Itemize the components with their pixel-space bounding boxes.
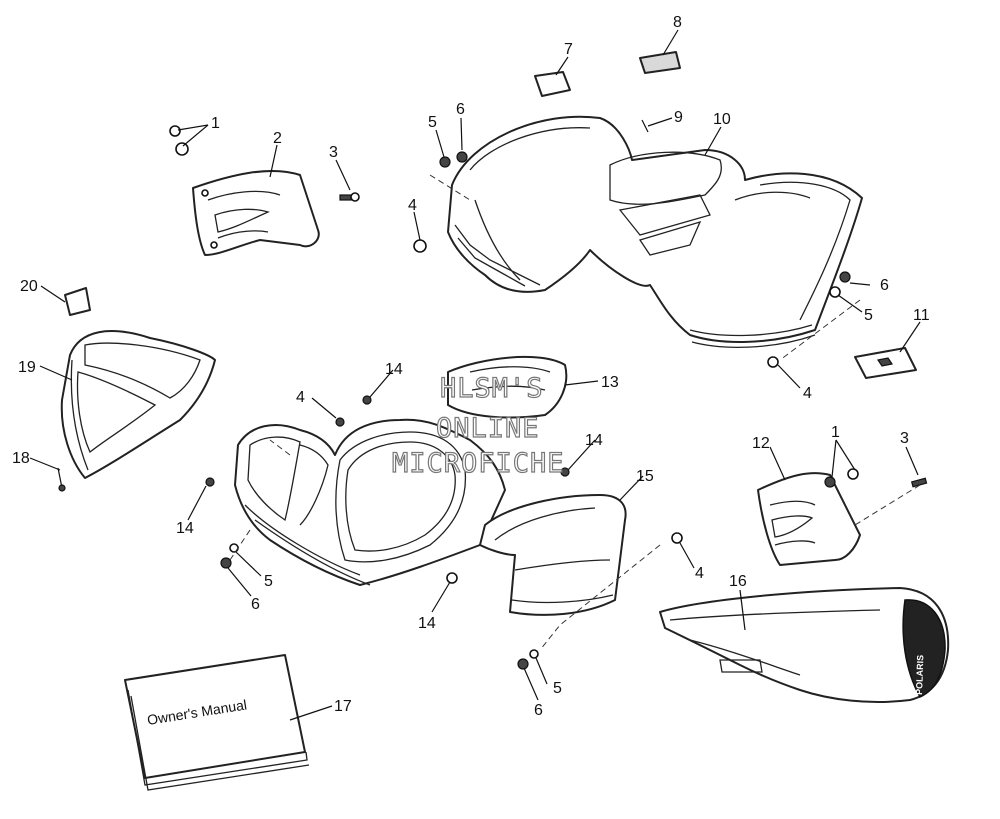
headlight-bracket xyxy=(447,355,568,419)
leader-lines xyxy=(29,29,921,721)
watermark: HLSM'S ONLINE MICROFICHE xyxy=(391,372,565,479)
footwell-panel-left xyxy=(192,169,320,256)
callout-9: 9 xyxy=(674,109,683,126)
front-lower-panel xyxy=(479,494,627,616)
callout-10: 10 xyxy=(713,111,731,128)
headlight-pod xyxy=(60,330,216,479)
callout-4c: 4 xyxy=(296,389,305,406)
watermark-line-3: MICROFICHE xyxy=(392,448,565,479)
seat: POLARIS xyxy=(659,587,950,703)
callout-6a: 6 xyxy=(456,101,465,118)
callout-6b: 6 xyxy=(880,277,889,294)
callout-12: 12 xyxy=(752,435,770,452)
callout-labels: 1 2 3 5 6 4 7 8 9 10 6 5 11 4 20 19 18 4… xyxy=(12,14,930,719)
callout-20: 20 xyxy=(20,278,38,295)
callout-4a: 4 xyxy=(408,197,417,214)
callout-13: 13 xyxy=(601,374,619,391)
footwell-panel-right xyxy=(757,472,861,566)
callout-14c: 14 xyxy=(176,520,194,537)
watermark-line-2: ONLINE xyxy=(436,413,540,444)
callout-8: 8 xyxy=(673,14,682,31)
callout-6c: 6 xyxy=(251,596,260,613)
callout-16: 16 xyxy=(729,573,747,590)
decal-plate xyxy=(854,347,917,379)
callout-5d: 5 xyxy=(553,680,562,697)
tail-lens xyxy=(639,51,681,74)
callout-5b: 5 xyxy=(864,307,873,324)
callout-4d: 4 xyxy=(695,565,704,582)
callout-3b: 3 xyxy=(900,430,909,447)
front-fender xyxy=(234,418,506,586)
callout-5a: 5 xyxy=(428,114,437,131)
callout-6d: 6 xyxy=(534,702,543,719)
callout-7: 7 xyxy=(564,41,573,58)
reflector xyxy=(64,287,91,316)
callout-18: 18 xyxy=(12,450,30,467)
callout-1b: 1 xyxy=(831,424,840,441)
callout-11: 11 xyxy=(913,307,930,324)
callout-2: 2 xyxy=(273,130,282,147)
rear-fender xyxy=(447,115,863,348)
fasteners xyxy=(57,119,928,670)
callout-3a: 3 xyxy=(329,144,338,161)
callout-15: 15 xyxy=(636,468,654,485)
callout-19: 19 xyxy=(18,359,36,376)
seat-brand: POLARIS xyxy=(914,655,925,695)
callout-17: 17 xyxy=(334,698,352,715)
owners-manual: Owner's Manual xyxy=(124,654,310,791)
callout-5c: 5 xyxy=(264,573,273,590)
callout-14d: 14 xyxy=(418,615,436,632)
watermark-line-1: HLSM'S xyxy=(440,373,544,404)
callout-1a: 1 xyxy=(211,115,220,132)
callout-14b: 14 xyxy=(585,432,603,449)
assembly-lines xyxy=(229,174,921,651)
callout-4b: 4 xyxy=(803,385,812,402)
reflector-rear xyxy=(534,71,571,97)
callout-14a: 14 xyxy=(385,361,403,378)
